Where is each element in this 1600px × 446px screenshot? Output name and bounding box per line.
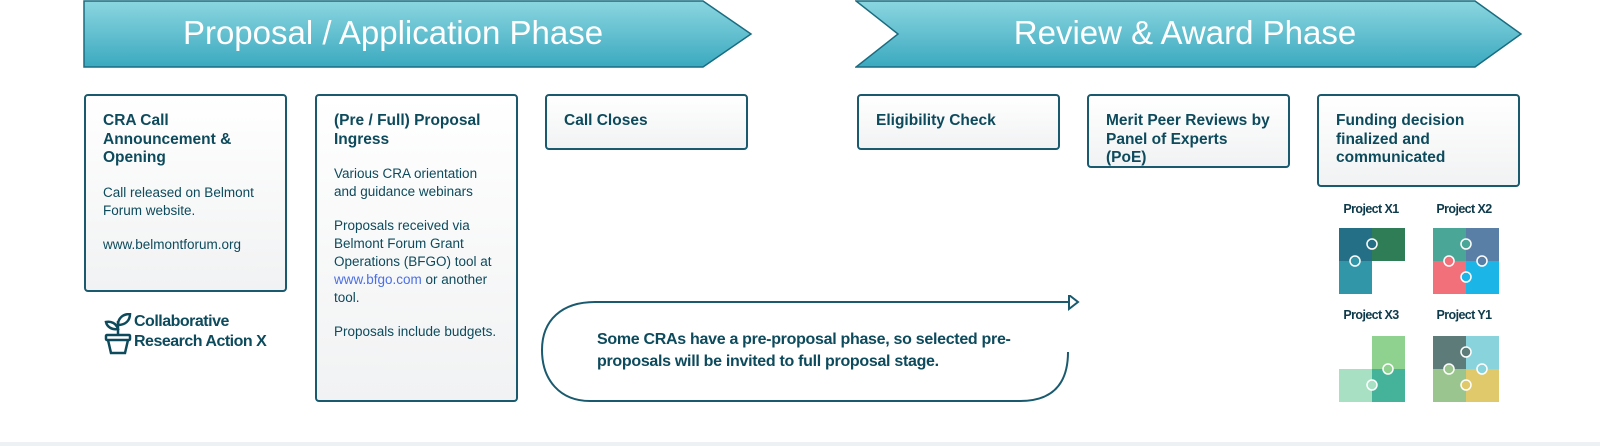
- pre-proposal-note: Some CRAs have a pre-proposal phase, so …: [597, 331, 1011, 370]
- eligibility-title: Eligibility Check: [876, 112, 996, 129]
- bottom-divider: [0, 442, 1600, 446]
- funding-decision-card: Funding decision finalized and communica…: [1317, 94, 1520, 187]
- puzzle-y1-icon: [1433, 336, 1499, 402]
- puzzle-x3-icon: [1339, 336, 1405, 402]
- budgets-text: Proposals include budgets.: [334, 324, 497, 339]
- eligibility-card: Eligibility Check: [857, 94, 1060, 150]
- proposals-received-suffix: or another tool.: [334, 272, 488, 305]
- proposal-ingress-card: (Pre / Full) Proposal Ingress Various CR…: [315, 94, 518, 402]
- project-x2-label: Project X2: [1436, 202, 1492, 216]
- review-phase-title: Review & Award Phase: [1013, 14, 1357, 51]
- call-closes-title: Call Closes: [564, 112, 648, 129]
- puzzle-x1-icon: [1339, 228, 1405, 294]
- collab-label: Collaborative Research Action X: [134, 313, 267, 350]
- call-closes-card: Call Closes: [545, 94, 748, 150]
- cra-call-card: CRA Call Announcement & Opening Call rel…: [84, 94, 287, 292]
- plant-pot-icon: [104, 313, 132, 355]
- arrowhead-icon: [1068, 295, 1080, 312]
- review-phase-banner: Review & Award Phase: [855, 0, 1525, 68]
- funding-decision-title: Funding decision finalized and communica…: [1336, 112, 1465, 166]
- banner-arrow-shape: [83, 0, 753, 68]
- merit-review-card: Merit Peer Reviews by Panel of Experts (…: [1087, 94, 1290, 168]
- proposal-phase-banner: Proposal / Application Phase: [83, 0, 753, 68]
- proposals-received-prefix: Proposals received via Belmont Forum Gra…: [334, 218, 492, 269]
- project-x3-label: Project X3: [1343, 308, 1399, 322]
- project-y1-label: Project Y1: [1436, 308, 1493, 322]
- proposals-received-text: Proposals received via Belmont Forum Gra…: [334, 217, 500, 307]
- bfgo-link[interactable]: www.bfgo.com: [334, 272, 422, 287]
- puzzle-x2-icon: [1433, 228, 1499, 294]
- cra-call-title: CRA Call Announcement & Opening: [103, 112, 232, 166]
- belmont-forum-link[interactable]: www.belmontforum.org: [103, 236, 242, 252]
- webinars-text: Various CRA orientation and guidance web…: [334, 166, 478, 199]
- cra-call-text: Call released on Belmont Forum website.: [103, 184, 254, 218]
- proposal-ingress-title: (Pre / Full) Proposal Ingress: [334, 112, 481, 148]
- project-x1-label: Project X1: [1343, 202, 1399, 216]
- merit-review-title: Merit Peer Reviews by Panel of Experts (…: [1106, 112, 1270, 166]
- pre-proposal-loop-arrow: [540, 295, 1080, 402]
- proposal-phase-title: Proposal / Application Phase: [182, 14, 604, 51]
- banner-arrow-shape: [855, 0, 1523, 68]
